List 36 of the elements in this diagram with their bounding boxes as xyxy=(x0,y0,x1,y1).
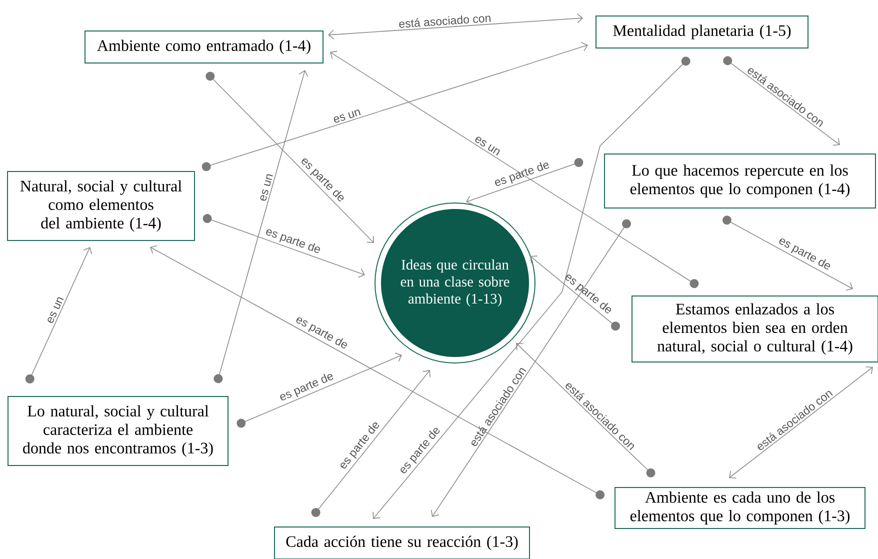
arrow xyxy=(202,214,365,278)
arrow xyxy=(236,352,402,428)
arrow xyxy=(729,366,873,479)
edge-label: es parte de xyxy=(266,229,320,253)
arrow xyxy=(214,70,308,384)
concept-box: Estamos enlazados a los elementos bien sea en orden natural, social o cultural (1-4) xyxy=(632,296,878,362)
arrow xyxy=(25,246,92,384)
concept-box: Natural, social y cultural como elementos del ambiente (1-4) xyxy=(7,171,195,241)
arrow xyxy=(723,56,840,146)
arrow xyxy=(516,343,656,478)
edge-label: es parte de xyxy=(280,374,334,400)
edge-label: es un xyxy=(334,110,361,123)
arrow xyxy=(330,50,699,288)
arrow xyxy=(430,219,631,517)
concept-box: Lo que hacemos repercute en los elementos que lo componen (1-4) xyxy=(604,154,876,208)
concept-box: Ambiente como entramado (1-4) xyxy=(84,30,324,64)
arrow xyxy=(202,42,588,172)
concept-box: Ambiente es cada uno de los elementos que lo componen (1-3) xyxy=(614,486,866,529)
edge-label: es un xyxy=(475,136,500,156)
arrow xyxy=(311,370,430,517)
concept-box: Lo natural, social y cultural caracteriza el ambiente donde nos encontramos (1-3) xyxy=(8,396,228,466)
edge-label: está asociado con xyxy=(399,15,491,28)
edge-label: es parte de xyxy=(779,238,830,270)
edge-label: es parte de xyxy=(495,162,550,186)
edge-label: es un xyxy=(260,174,273,201)
arrow xyxy=(466,158,584,205)
concept-box: Cada acción tiene su reacción (1-3) xyxy=(274,526,530,559)
edge-label: es parte de xyxy=(296,317,347,348)
arrow xyxy=(150,245,605,500)
arrow xyxy=(206,72,374,243)
edge-label: es un xyxy=(48,297,64,323)
arrow xyxy=(722,216,853,291)
arrow xyxy=(372,56,690,519)
arrow xyxy=(328,13,583,40)
arrow xyxy=(530,256,620,331)
concept-box: Mentalidad planetaria (1-5) xyxy=(596,16,808,48)
